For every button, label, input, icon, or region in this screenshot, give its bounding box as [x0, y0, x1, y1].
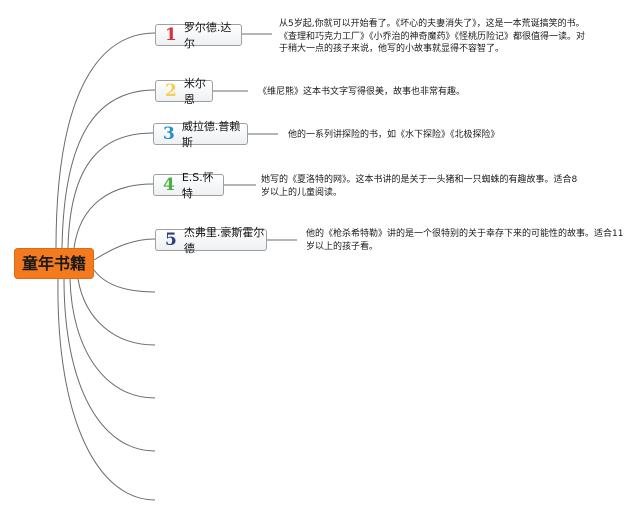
branch-3 — [67, 132, 154, 249]
author-name-3: 威拉德.普赖斯 — [181, 120, 241, 149]
topic-node-2[interactable]: 2 米尔恩 — [155, 77, 213, 106]
topic-node-3[interactable]: 3 威拉德.普赖斯 — [153, 120, 248, 149]
number-badge-2: 2 — [165, 80, 177, 101]
topic-node-4[interactable]: 4 E.S.怀特 — [153, 171, 224, 200]
branch-empty-1 — [93, 269, 156, 293]
branch-empty-3 — [69, 278, 156, 399]
branch-empty-4 — [63, 278, 156, 452]
description-line: 《查理和巧克力工厂》《小乔治的神奇魔药》《怪桃历险记》都很值得一读。对 — [279, 31, 586, 42]
number-badge-4: 4 — [163, 174, 175, 195]
author-name-4: E.S.怀特 — [181, 171, 214, 200]
number-badge-1: 1 — [165, 24, 177, 45]
book-description-1: 从5岁起,你就可以开始看了。《坏心的夫妻消失了》，这是一本荒诞搞笑的书。 《查理… — [279, 18, 585, 56]
author-name-2: 米尔恩 — [183, 77, 206, 106]
description-line: 岁以上的孩子看。 — [306, 241, 379, 252]
book-description-5: 他的《枪杀希特勒》讲的是一个很特别的关于幸存下来的可能性的故事。适合11 岁以上… — [306, 228, 623, 253]
description-line: 她写的《夏洛特的网》。这本书讲的是关于一头猪和一只蜘蛛的有趣故事。适合8 — [261, 175, 578, 185]
book-description-3: 他的一系列讲探险的书，如《水下探险》《北极探险》 — [288, 129, 500, 142]
description-line: 他的《枪杀希特勒》讲的是一个很特别的关于幸存下来的可能性的故事。适合11 — [306, 229, 624, 239]
author-name-1: 罗尔德.达尔 — [183, 21, 232, 50]
branch-empty-2 — [77, 278, 156, 346]
author-name-5: 杰弗里.豪斯霍尔德 — [183, 226, 265, 255]
book-description-2: 《维尼熊》这本书文字写得很美，故事也非常有趣。 — [258, 86, 465, 99]
root-topic[interactable]: 童年书籍 — [14, 248, 94, 279]
description-line: 从5岁起,你就可以开始看了。《坏心的夫妻消失了》，这是一本荒诞搞笑的书。 — [279, 19, 585, 29]
topic-node-1[interactable]: 1 罗尔德.达尔 — [155, 21, 242, 50]
branch-1 — [55, 32, 156, 249]
branch-5 — [93, 238, 156, 261]
number-badge-3: 3 — [163, 123, 175, 144]
description-line: 《维尼熊》这本书文字写得很美，故事也非常有趣。 — [258, 87, 466, 97]
topic-node-5[interactable]: 5 杰弗里.豪斯霍尔德 — [155, 226, 267, 255]
number-badge-5: 5 — [165, 229, 177, 250]
branch-4 — [73, 183, 154, 249]
branch-2 — [61, 89, 156, 249]
description-line: 岁以上的儿童阅读。 — [261, 187, 343, 198]
book-description-4: 她写的《夏洛特的网》。这本书讲的是关于一头猪和一只蜘蛛的有趣故事。适合8 岁以上… — [261, 174, 577, 199]
description-line: 他的一系列讲探险的书，如《水下探险》《北极探险》 — [288, 130, 500, 140]
description-line: 于稍大一点的孩子来说，他写的小故事就显得不容智了。 — [279, 44, 505, 54]
branch-empty-5 — [57, 278, 156, 501]
